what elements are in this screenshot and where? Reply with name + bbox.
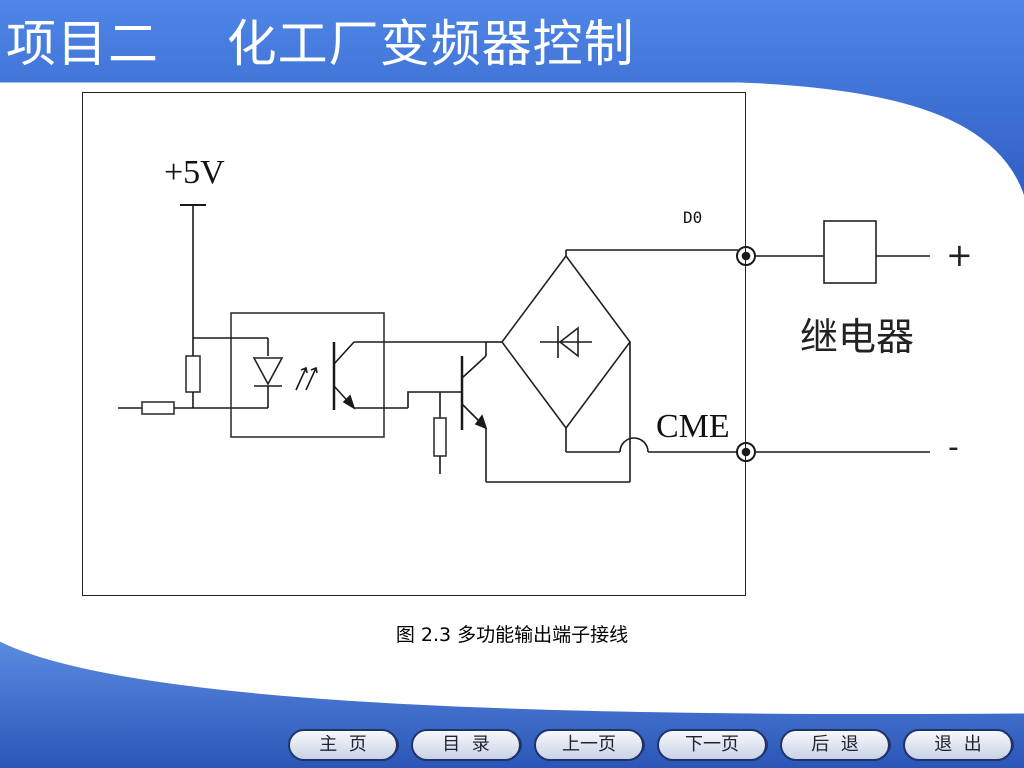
figure-caption: 图 2.3 多功能输出端子接线 [395,624,629,646]
home-button[interactable]: 主 页 [288,729,399,761]
plus-label: + [946,236,973,274]
supply-label: +5V [164,154,225,191]
back-button[interactable]: 后 退 [780,729,891,761]
relay-label: 继电器 [800,315,915,359]
do-terminal-label: D0 [683,208,703,227]
next-page-button[interactable]: 下一页 [657,729,768,761]
cme-terminal-label: CME [656,408,730,445]
exit-button[interactable]: 退 出 [903,729,1014,761]
minus-label: - [948,430,959,465]
prev-page-button[interactable]: 上一页 [534,729,645,761]
contents-button[interactable]: 目 录 [411,729,522,761]
page-title: 项目二 化工厂变频器控制 [6,15,635,73]
